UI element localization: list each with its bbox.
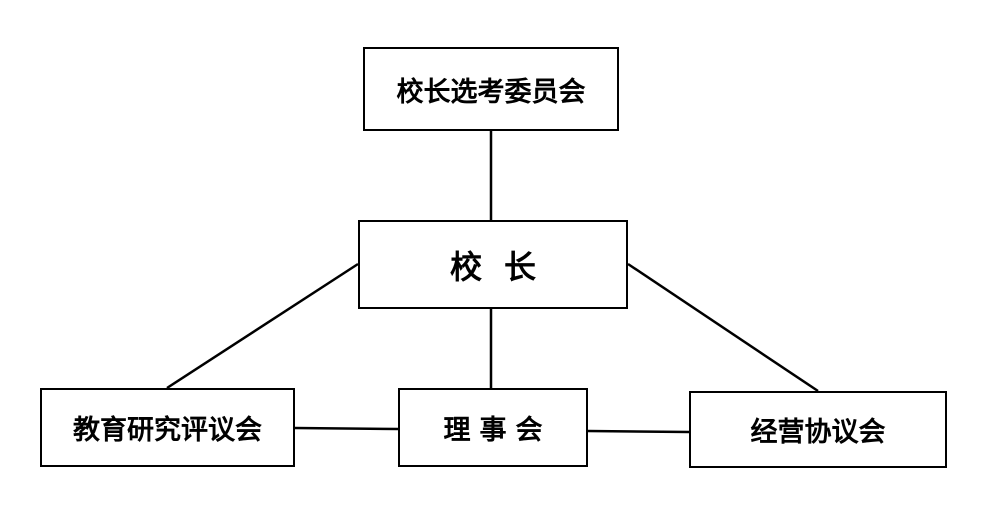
node-president: 校长	[358, 220, 628, 309]
node-president-selection-committee: 校长选考委员会	[363, 47, 619, 131]
edge-president-business	[627, 262, 819, 393]
edge-education-board	[294, 426, 399, 431]
node-label: 校长选考委员会	[396, 76, 586, 108]
node-management-council: 经营协议会	[689, 391, 947, 468]
node-board-of-directors: 理事会	[398, 388, 588, 467]
edge-president-education	[166, 262, 359, 390]
node-label: 经营协议会	[750, 417, 886, 448]
node-label: 教育研究评议会	[73, 415, 262, 446]
edge-board-business	[587, 429, 690, 434]
node-label: 校长	[449, 247, 558, 286]
node-education-research-council: 教育研究评议会	[40, 388, 295, 467]
node-label: 理事会	[443, 415, 552, 446]
